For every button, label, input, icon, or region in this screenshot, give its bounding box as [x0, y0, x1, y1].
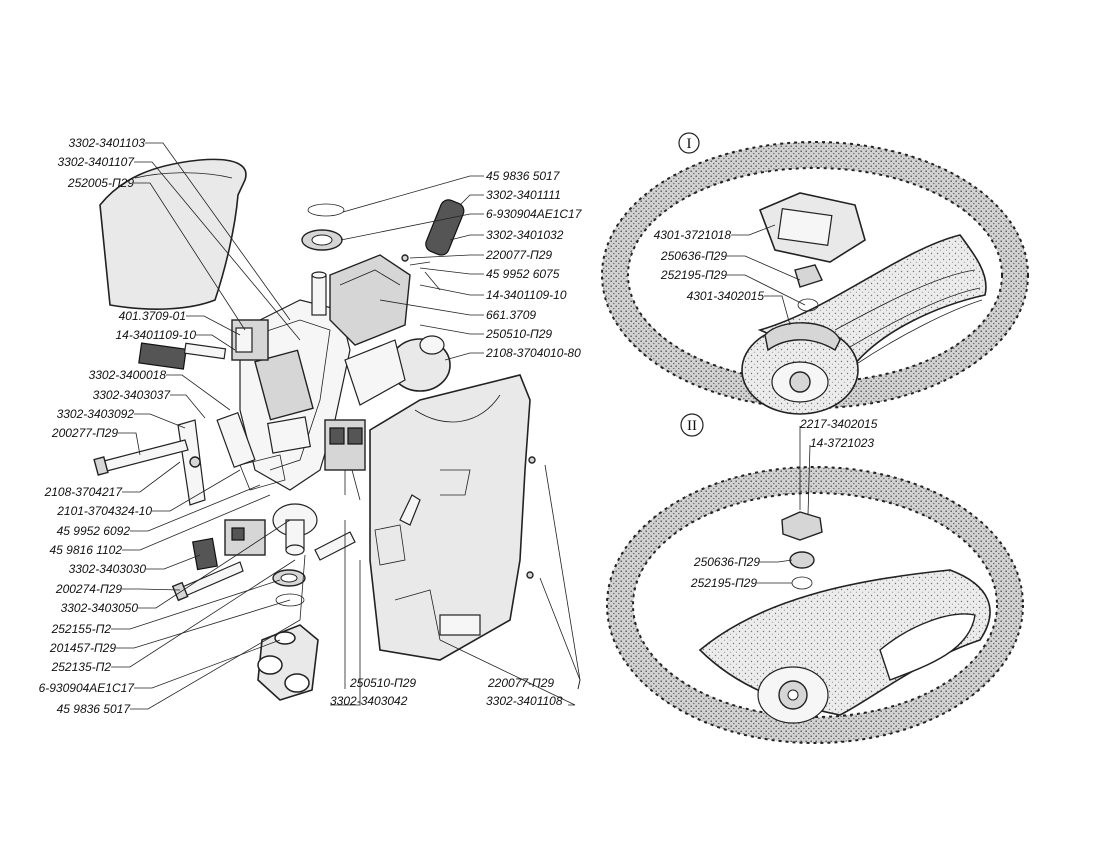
- label-right-10: 2108-3704010-80: [485, 346, 581, 360]
- label-wheel-II-1: 2217-3402015: [799, 417, 878, 431]
- label-right-1: 45 9836 5017: [486, 169, 561, 183]
- label-wheel-I-4: 4301-3402015: [687, 289, 765, 303]
- steering-wheel-view-II: II: [606, 413, 1024, 744]
- label-left-15: 200274-П29: [55, 582, 122, 596]
- label-wheel-I-1: 4301-3721018: [654, 228, 732, 242]
- label-left-3: 252005-П29: [67, 176, 134, 190]
- label-left-4: 401.3709-01: [119, 309, 186, 323]
- label-wheel-II-4: 252195-П29: [690, 576, 757, 590]
- label-left-19: 252135-П2: [51, 660, 112, 674]
- label-right-8: 661.3709: [486, 308, 536, 322]
- label-right-6: 45 9952 6075: [486, 267, 560, 281]
- universal-joint-part: [257, 624, 319, 701]
- lower-shroud-part: [369, 374, 531, 661]
- view-I-label: I: [687, 136, 692, 152]
- label-left-20: 6-930904АЕ1С17: [39, 681, 136, 695]
- steering-wheel-view-I: I: [601, 132, 1029, 415]
- leader-lines-bottom: [330, 464, 581, 706]
- label-right-9: 250510-П29: [485, 327, 552, 341]
- leader-lines-wheel-I: [727, 224, 806, 326]
- label-right-2: 3302-3401111: [486, 188, 561, 202]
- steering-shaft-part: [311, 274, 327, 316]
- bolt-part: [99, 439, 189, 473]
- labels-wheel-I: 4301-3721018 250636-П29 252195-П29 4301-…: [654, 228, 765, 303]
- label-right-4: 3302-3401032: [486, 228, 564, 242]
- label-left-10: 2108-3704217: [44, 485, 124, 499]
- label-left-17: 252155-П2: [51, 622, 112, 636]
- label-right-5: 220077-П29: [485, 248, 552, 262]
- leader-lines-right: [340, 175, 484, 361]
- labels-right: 45 9836 5017 3302-3401111 6-930904АЕ1С17…: [485, 169, 583, 360]
- label-left-9: 200277-П29: [51, 426, 118, 440]
- label-bottom-4: 3302-3401108: [486, 694, 563, 708]
- label-left-1: 3302-3401103: [68, 136, 145, 150]
- labels-wheel-II: 2217-3402015 14-3721023 250636-П29 25219…: [690, 417, 878, 590]
- label-left-5: 14-3401109-10: [115, 328, 196, 342]
- label-left-8: 3302-3403092: [57, 407, 135, 421]
- upper-shroud-part: [99, 158, 247, 310]
- label-right-7: 14-3401109-10: [486, 288, 567, 302]
- label-right-3: 6-930904АЕ1С17: [486, 207, 583, 221]
- label-left-6: 3302-3400018: [89, 368, 167, 382]
- leader-lines-left: [111, 142, 306, 710]
- view-II-label: II: [687, 418, 697, 434]
- retaining-ring-part: [307, 203, 345, 217]
- label-left-21: 45 9836 5017: [57, 702, 132, 716]
- switch-lever-part: [138, 342, 187, 370]
- label-left-11: 2101-3704324-10: [56, 504, 152, 518]
- steering-column-exploded-view: [93, 158, 536, 701]
- label-left-7: 3302-3403037: [93, 388, 172, 402]
- label-bottom-2: 3302-3403042: [330, 694, 408, 708]
- label-left-2: 3302-3401107: [57, 155, 135, 169]
- label-left-13: 45 9816 1102: [49, 543, 122, 557]
- label-bottom-3: 220077-П29: [487, 676, 554, 690]
- label-left-14: 3302-3403030: [69, 562, 147, 576]
- label-wheel-II-2: 14-3721023: [810, 436, 874, 450]
- horn-button-II: [781, 511, 823, 541]
- label-wheel-I-3: 252195-П29: [660, 268, 727, 282]
- label-wheel-I-2: 250636-П29: [660, 249, 727, 263]
- labels-left: 3302-3401103 3302-3401107 252005-П29 401…: [39, 136, 197, 716]
- label-wheel-II-3: 250636-П29: [693, 555, 760, 569]
- wheel-rim-II: [607, 467, 1023, 743]
- sleeve-part: [425, 199, 465, 256]
- labels-bottom: 250510-П29 3302-3403042 220077-П29 3302-…: [330, 676, 563, 708]
- label-left-18: 201457-П29: [49, 641, 116, 655]
- label-bottom-1: 250510-П29: [349, 676, 416, 690]
- label-left-12: 45 9952 6092: [57, 524, 131, 538]
- label-left-16: 3302-3403050: [61, 601, 139, 615]
- leader-lines-wheel-II: [757, 426, 811, 584]
